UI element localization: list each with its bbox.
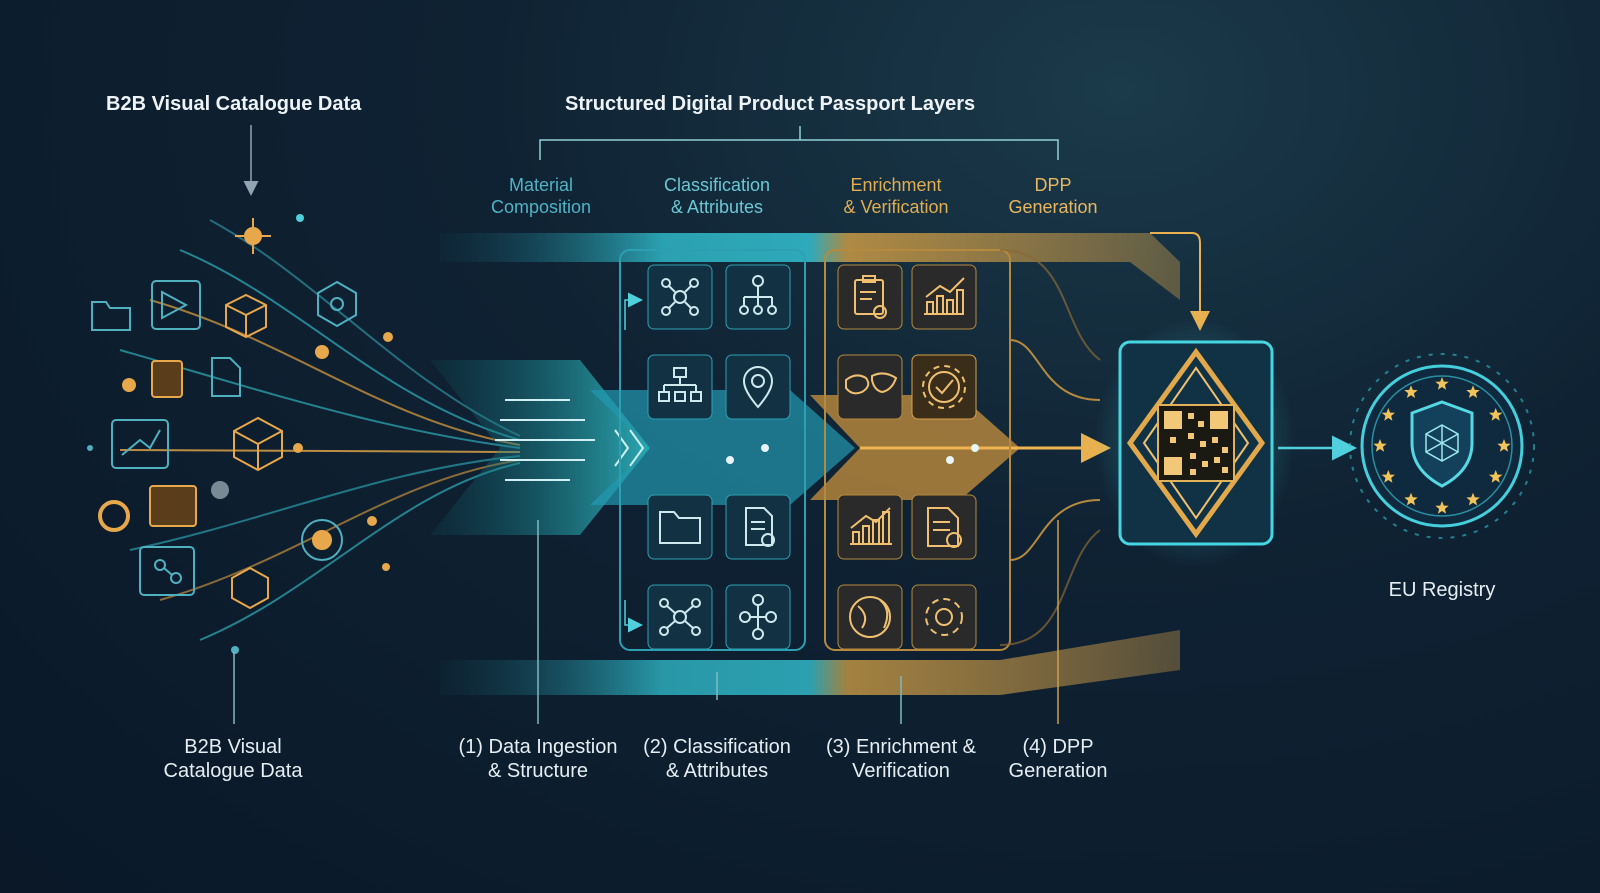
leader-lines — [233, 520, 1059, 724]
dpp-drop-arrow — [1150, 232, 1210, 331]
chart-panel-icon — [111, 419, 169, 469]
target-icon — [301, 519, 343, 561]
gear-check-icon — [922, 365, 966, 409]
folder-icon — [659, 511, 701, 544]
bottom-label-ingestion: (1) Data Ingestion& Structure — [458, 736, 618, 782]
document-check-icon — [927, 507, 962, 548]
passport-title: Structured Digital Product Passport Laye… — [565, 93, 976, 115]
teal-stage-frame — [619, 249, 806, 651]
dpp-qr-card — [1095, 318, 1295, 568]
top-band — [440, 233, 1180, 300]
cube-icon — [225, 293, 267, 339]
eu-stars — [1373, 377, 1511, 514]
shield-icon — [1410, 400, 1474, 488]
ingestion-chevron — [430, 360, 650, 535]
molecule-icon — [659, 598, 701, 636]
network-hub-icon — [235, 218, 271, 254]
star-icon — [1466, 385, 1480, 398]
flow-dots — [726, 444, 979, 464]
list-card-icon — [149, 485, 197, 527]
star-icon — [1404, 385, 1418, 398]
document-icon — [211, 357, 241, 397]
ring-icon — [98, 500, 130, 532]
clipboard-check-icon — [854, 275, 887, 319]
node-graph-icon — [739, 594, 777, 640]
folder-icon — [91, 301, 131, 331]
source-title: B2B Visual Catalogue Data — [106, 93, 362, 115]
stacked-docs-icon — [151, 360, 183, 398]
star-icon — [1489, 470, 1503, 483]
cube-icon — [231, 566, 269, 610]
bar-chart-icon — [924, 277, 965, 315]
bottom-band — [440, 630, 1180, 695]
star-icon — [1489, 408, 1503, 421]
bottom-label-enrichment: (3) Enrichment &Verification — [825, 736, 977, 782]
qr-code-icon — [1164, 411, 1228, 475]
star-icon — [1404, 492, 1418, 506]
molecule-panel-icon — [139, 546, 195, 596]
registry-label: EU Registry — [1388, 579, 1496, 601]
layer-label-classification: Classification& Attributes — [663, 175, 771, 217]
certified-document-icon — [745, 507, 775, 547]
star-icon — [1466, 492, 1480, 506]
layer-label-enrichment: Enrichment& Verification — [843, 175, 949, 217]
star-icon — [1381, 470, 1395, 483]
gold-stage-frame — [824, 249, 1011, 651]
gear-icon — [925, 598, 963, 636]
branch-arrow-top — [624, 292, 643, 330]
hex-node-icon — [317, 280, 357, 328]
connectors — [999, 249, 1101, 646]
network-icon — [661, 278, 699, 316]
location-pin-icon — [742, 366, 774, 409]
particle-dots — [87, 214, 393, 654]
star-icon — [1373, 439, 1387, 452]
growth-chart-icon — [850, 507, 892, 545]
eco-globe-icon — [849, 596, 891, 638]
cube-icon — [233, 416, 283, 472]
image-panel-icon — [151, 280, 201, 330]
star-icon — [1435, 501, 1449, 514]
star-icon — [1497, 439, 1511, 452]
hierarchy-icon — [658, 367, 702, 402]
layer-bracket — [539, 126, 1059, 160]
world-map-icon — [845, 372, 898, 395]
star-icon — [1435, 377, 1449, 390]
star-icon — [1381, 408, 1395, 421]
org-chart-icon — [739, 275, 777, 315]
catalogue-assets — [91, 218, 357, 610]
bottom-label-classification: (2) Classification& Attributes — [643, 736, 791, 782]
branch-arrow-bottom — [624, 600, 643, 633]
